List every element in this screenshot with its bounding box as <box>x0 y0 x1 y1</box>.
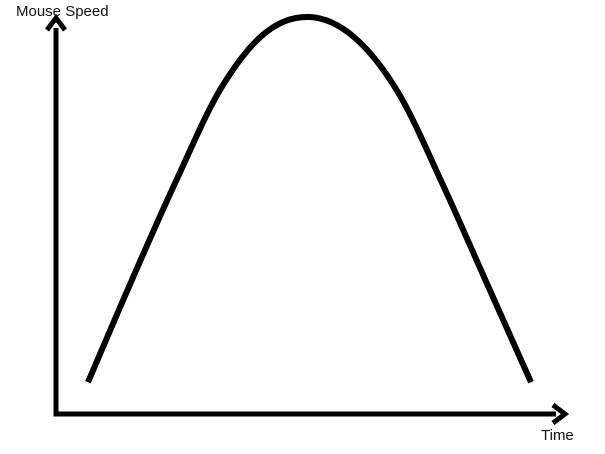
y-axis-label: Mouse Speed <box>16 3 109 20</box>
axes <box>45 13 570 425</box>
series-line <box>85 13 534 384</box>
y-axis-arrowhead <box>45 13 67 32</box>
x-axis-arrowhead <box>551 403 570 425</box>
x-axis-label: Time <box>541 427 574 444</box>
